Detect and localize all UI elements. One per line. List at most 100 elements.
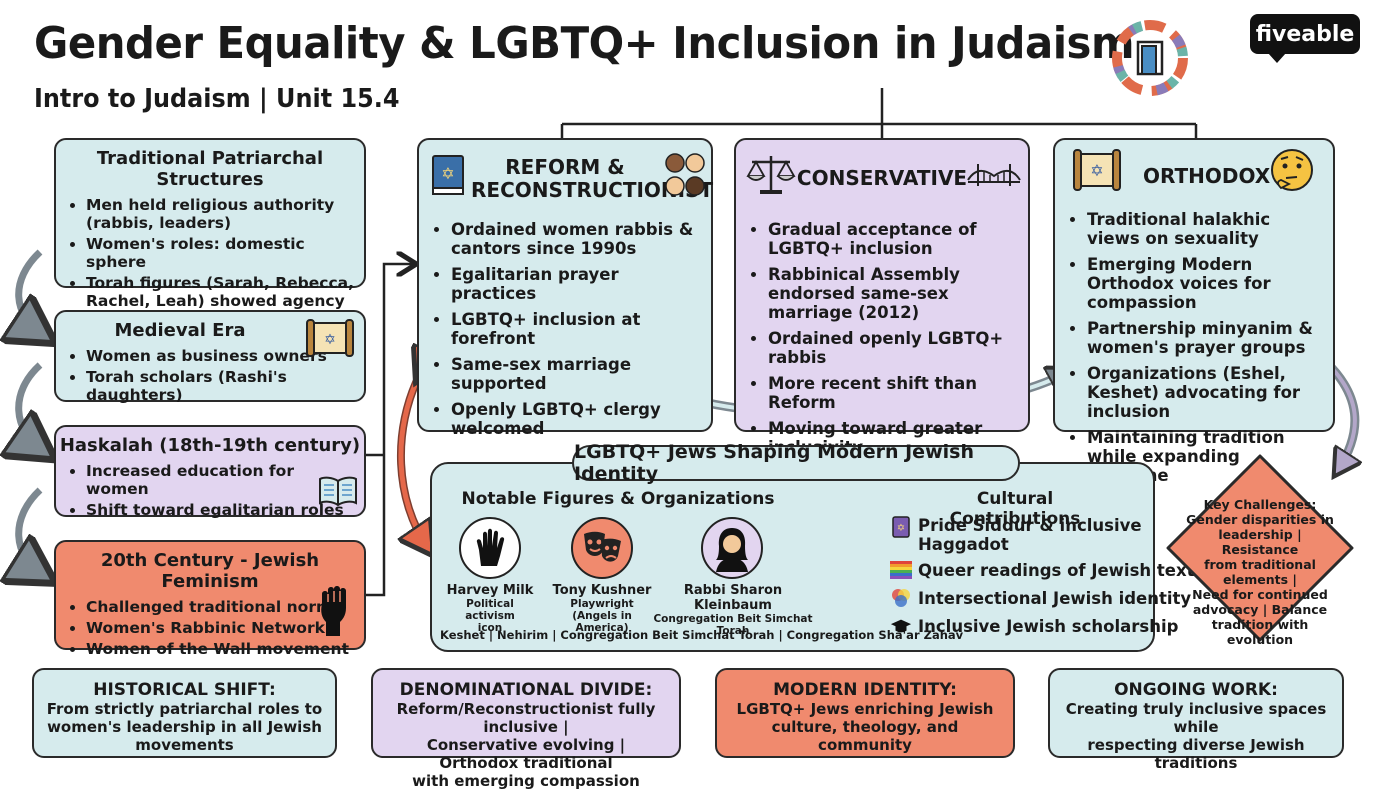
lgbtq-section-title-pill: LGBTQ+ Jews Shaping Modern Jewish Identi…: [572, 441, 1020, 485]
denomination-title: RECONSTRUCTIONIST: [471, 178, 714, 202]
timeline-box-medieval: Medieval Era Women as business owners To…: [54, 310, 366, 404]
contribution-item: ✡ Pride Siddur & inclusive Haggadot: [890, 516, 1142, 554]
list-item: Same-sex marriage supported: [451, 355, 701, 393]
list-item: LGBTQ+ inclusion at forefront: [451, 310, 701, 348]
theater-masks-icon: [571, 517, 633, 579]
denomination-title: ORTHODOX: [1143, 164, 1271, 188]
open-book-icon: [319, 476, 357, 507]
summary-title: MODERN IDENTITY:: [773, 680, 957, 700]
torah-scroll-icon: ✡: [306, 319, 354, 357]
fiveable-logo: fiveable: [1250, 14, 1360, 63]
figure-description: Playwright: [570, 598, 634, 610]
timeline-title: Traditional Patriarchal Structures: [96, 148, 324, 190]
svg-text:✡: ✡: [897, 523, 905, 534]
list-item: Torah scholars (Rashi's daughters): [86, 368, 356, 404]
key-challenges-diamond: [1166, 454, 1354, 642]
inclusion-circle-icon: [1112, 20, 1188, 96]
key-challenges-line: tradition with: [1211, 617, 1309, 632]
summary-line: Conservative evolving | Orthodox traditi…: [426, 736, 626, 772]
list-item: Partnership minyanim & women's prayer gr…: [1087, 319, 1323, 357]
list-item: Organizations (Eshel, Keshet) advocating…: [1087, 364, 1323, 421]
contribution-item: Inclusive Jewish scholarship: [890, 615, 1178, 637]
figure-name: Rabbi Sharon Kleinbaum: [683, 583, 783, 613]
rainbow-books-icon: [890, 559, 912, 581]
key-challenges-line: advocacy | Balance: [1192, 602, 1328, 617]
timeline-title: 20th Century - Jewish Feminism: [100, 550, 320, 592]
page-title: Gender Equality & LGBTQ+ Inclusion in Ju…: [34, 18, 1135, 69]
denomination-box-conservative: CONSERVATIVE Gradual acceptance of LGBTQ…: [734, 138, 1030, 457]
contribution-text: Queer readings of Jewish texts: [918, 560, 1205, 580]
summary-line: Reform/Reconstructionist fully inclusive…: [396, 700, 656, 736]
timeline-title: Medieval Era: [114, 320, 246, 341]
key-challenges-line: Gender disparities in: [1186, 512, 1334, 527]
summary-line: with emerging compassion: [412, 772, 640, 790]
figure-description: Torah: [716, 625, 750, 637]
key-challenges-text: Key Challenges: Gender disparities in le…: [1180, 497, 1340, 647]
svg-text:✡: ✡: [441, 166, 454, 183]
list-item: Increased education for women: [86, 462, 356, 498]
list-item: Traditional halakhic views on sexuality: [1087, 210, 1323, 248]
siddur-book-icon: ✡: [890, 516, 912, 538]
figures-heading: Notable Figures & Organizations: [461, 489, 775, 509]
hand-icon: [459, 517, 521, 579]
denomination-title: REFORM &: [505, 155, 625, 179]
siddur-book-icon: ✡: [432, 155, 464, 195]
denomination-box-orthodox: ORTHODOX ✡ Traditional halakhic views on…: [1053, 138, 1335, 485]
timeline-title: Haskalah (18th-19th century): [59, 435, 361, 456]
list-item: Rabbinical Assembly endorsed same-sex ma…: [768, 265, 1018, 322]
summary-line: women's leadership in all Jewish: [47, 718, 322, 736]
summary-line: movements: [135, 736, 234, 754]
diverse-people-icon: [665, 153, 705, 196]
summary-box-historical-shift: HISTORICAL SHIFT: From strictly patriarc…: [32, 668, 337, 758]
figure-name: Harvey Milk: [446, 583, 534, 598]
list-item: Women's roles: domestic sphere: [86, 235, 356, 271]
timeline-box-haskalah: Haskalah (18th-19th century) Increased e…: [54, 425, 366, 519]
raised-fist-icon: [321, 586, 346, 636]
denomination-title: CONSERVATIVE: [796, 166, 968, 190]
contribution-text: Pride Siddur & inclusive: [918, 516, 1142, 535]
organizations-list: Keshet | Nehirim | Congregation Beit Sim…: [440, 628, 964, 642]
bridge-icon: [967, 164, 1021, 186]
key-challenges-line: evolution: [1226, 632, 1294, 647]
list-item: Shift toward egalitarian roles: [86, 501, 356, 519]
list-item: Openly LGBTQ+ clergy welcomed: [451, 400, 701, 438]
summary-line: From strictly patriarchal roles to: [46, 700, 323, 718]
summary-box-ongoing-work: ONGOING WORK: Creating truly inclusive s…: [1048, 668, 1344, 772]
list-item: Emerging Modern Orthodox voices for comp…: [1087, 255, 1323, 312]
list-item: Maintaining tradition while expanding we…: [1087, 428, 1323, 485]
figure-description: Congregation Beit Simchat: [653, 613, 813, 625]
key-challenges-line: from traditional elements |: [1204, 557, 1316, 587]
list-item: Challenged traditional norms: [86, 598, 356, 616]
svg-text:✡: ✡: [324, 331, 336, 347]
contribution-item: Intersectional Jewish identity: [890, 587, 1191, 609]
list-item: Gradual acceptance of LGBTQ+ inclusion: [768, 220, 1018, 258]
summary-title: DENOMINATIONAL DIVIDE:: [399, 680, 653, 700]
list-item: Women as business owners: [86, 347, 356, 365]
figure-description: icon: [477, 622, 503, 634]
list-item: Men held religious authority (rabbis, le…: [86, 196, 356, 232]
key-challenges-line: leadership | Resistance: [1218, 527, 1302, 557]
thinking-face-icon: [1271, 149, 1313, 191]
figure-sharon-kleinbaum: Rabbi Sharon Kleinbaum Congregation Beit…: [650, 583, 816, 637]
key-challenges-line: Need for continued: [1192, 587, 1328, 602]
overlapping-circles-icon: [890, 587, 912, 609]
list-item: More recent shift than Reform: [768, 374, 1018, 412]
timeline-box-feminism: 20th Century - Jewish Feminism Challenge…: [54, 540, 366, 658]
lgbtq-section-title: LGBTQ+ Jews Shaping Modern Jewish Identi…: [574, 441, 974, 485]
summary-title: HISTORICAL SHIFT:: [93, 680, 276, 700]
summary-line: respecting diverse Jewish traditions: [1087, 736, 1305, 772]
key-challenges-heading: Key Challenges:: [1203, 497, 1317, 512]
svg-text:✡: ✡: [1090, 163, 1103, 180]
page-subtitle: Intro to Judaism | Unit 15.4: [34, 84, 400, 114]
list-item: Egalitarian prayer practices: [451, 265, 701, 303]
graduation-cap-icon: [890, 615, 912, 637]
summary-box-modern-identity: MODERN IDENTITY: LGBTQ+ Jews enriching J…: [715, 668, 1015, 758]
person-icon: [701, 517, 763, 579]
figure-name: Tony Kushner: [552, 583, 652, 598]
list-item: Women's Rabbinic Network: [86, 619, 356, 637]
timeline-box-traditional: Traditional Patriarchal Structures Men h…: [54, 138, 366, 310]
figure-harvey-milk: Harvey Milk Political activism icon: [440, 583, 540, 634]
summary-line: culture, theology, and community: [771, 718, 959, 754]
contribution-item: Queer readings of Jewish texts: [890, 559, 1204, 581]
summary-line: LGBTQ+ Jews enriching Jewish: [736, 700, 994, 718]
